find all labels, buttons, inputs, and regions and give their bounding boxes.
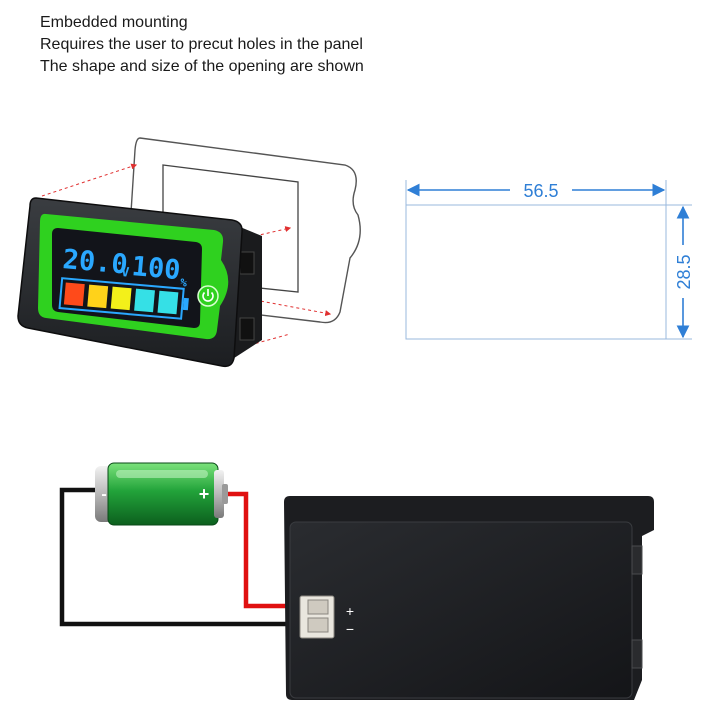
terminal-pin-positive [307, 599, 329, 615]
wiring-diagram: - + + − [59, 462, 654, 700]
battery-positive-cap [214, 470, 224, 518]
caption-line-2: Requires the user to precut holes in the… [40, 36, 363, 53]
lcd-level-bar [63, 282, 85, 307]
lcd-level-bars [63, 282, 179, 315]
terminal-plus-label: + [346, 603, 354, 619]
lcd-battery-outline [58, 277, 185, 320]
caption: Embedded mounting Requires the user to p… [40, 12, 540, 78]
battery-meter-back: + − [284, 496, 654, 700]
back-clip-top [631, 545, 643, 575]
lcd-level-bar [110, 286, 132, 311]
width-dimension-label: 56.5 [523, 181, 558, 201]
height-dimension-label: 28.5 [674, 254, 694, 289]
lcd-battery-tip [182, 297, 189, 311]
caption-line-1: Embedded mounting [40, 14, 188, 31]
lcd-level-bar [87, 284, 109, 309]
lcd-battery-gauge [58, 277, 189, 320]
negative-wire [59, 487, 300, 627]
mount-clip-top [239, 251, 255, 275]
voltage-readout: 20.0 [61, 244, 128, 281]
guide-line [254, 299, 332, 317]
battery-nub [222, 484, 228, 504]
terminal-pin-negative [307, 617, 329, 633]
positive-wire [226, 491, 300, 609]
percent-readout: 100 [130, 251, 181, 286]
back-clip-bottom [631, 639, 643, 669]
guide-line [41, 163, 138, 197]
power-icon [202, 289, 214, 302]
meter-back-body [289, 521, 633, 699]
battery-minus-label: - [101, 486, 106, 503]
cutout-rectangle [405, 204, 667, 340]
percent-unit: % [180, 276, 188, 290]
cutout-dimension-drawing: 56.5 28.5 [405, 180, 694, 340]
terminal-minus-label: − [346, 621, 354, 637]
lcd-level-bar [157, 290, 179, 315]
lcd-level-bar [134, 288, 155, 313]
battery-plus-label: + [199, 484, 210, 504]
mount-clip-bottom [239, 317, 255, 341]
caption-line-3: The shape and size of the opening are sh… [40, 58, 364, 75]
battery: - + [95, 462, 228, 526]
battery-meter-front: 20.0 V 100 % [17, 197, 262, 368]
battery-highlight [116, 470, 208, 478]
voltage-unit: V [121, 265, 130, 281]
